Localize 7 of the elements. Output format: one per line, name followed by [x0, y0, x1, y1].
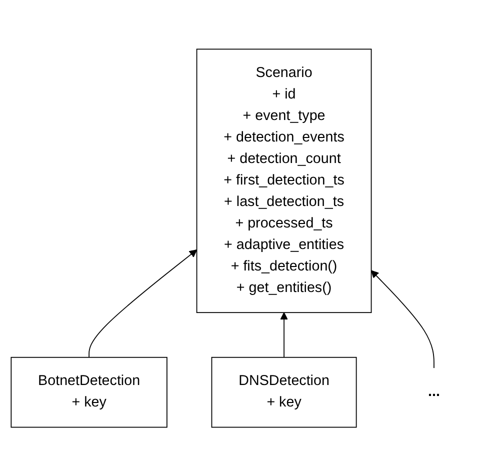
arrow [88, 249, 197, 358]
node-box: DNSDetection + key [210, 356, 356, 428]
node-text: ... [427, 384, 440, 400]
node-box: BotnetDetection + key [10, 356, 167, 428]
arrow [280, 312, 288, 358]
node-box: Scenario + id + event_type + detection_events + detection_count + first_detection_ts + last_detection_ts + processed_ts + adaptive_entities + fits_detection() + get_entities() [196, 48, 372, 313]
arrow [370, 270, 434, 368]
